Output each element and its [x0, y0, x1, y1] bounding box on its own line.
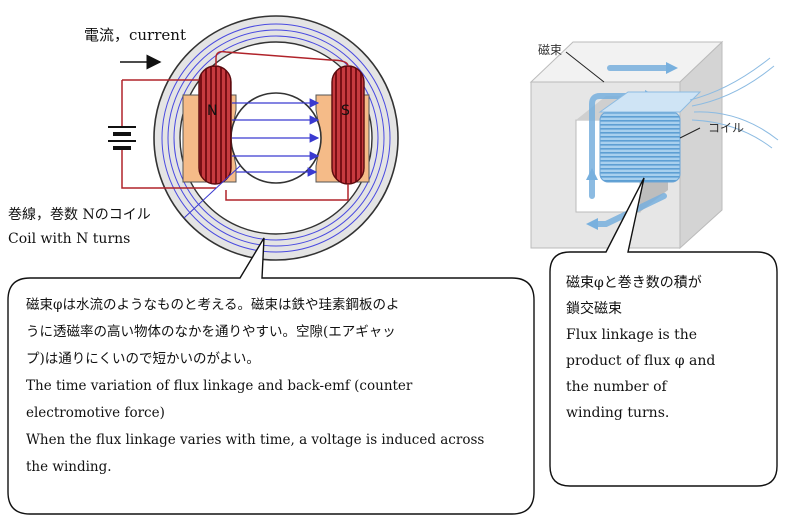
- callout-right-line: winding turns.: [566, 405, 670, 421]
- callout-right-text: 磁束φと巻き数の積が 鎖交磁束 Flux linkage is the prod…: [566, 270, 771, 426]
- callout-left-line: the winding.: [26, 459, 112, 475]
- stator-flux-line: [167, 29, 385, 247]
- callout-right-line: the number of: [566, 379, 667, 395]
- coil-lead-wires: [689, 57, 779, 149]
- callout-left-line: When the flux linkage varies with time, …: [26, 432, 485, 448]
- callout-right-line: Flux linkage is the: [566, 327, 698, 343]
- callout-right-bubble: [549, 177, 778, 487]
- coil-leader-line: [183, 165, 241, 219]
- battery-icon: [108, 126, 136, 150]
- rotor-flux-arrows: [232, 98, 320, 177]
- flux-label-leader: [565, 51, 605, 83]
- circuit-wire: [121, 50, 349, 201]
- callout-left-line: The time variation of flux linkage and b…: [26, 378, 413, 394]
- current-label: 電流，current: [84, 26, 186, 44]
- callout-right-line: product of flux φ and: [566, 353, 716, 369]
- flux-path-arrows: [589, 65, 669, 227]
- stator-flux-line: [173, 35, 379, 241]
- callout-left-line: 磁束φは水流のようなものと考える。磁束は鉄や珪素鋼板のよ: [26, 297, 400, 313]
- callout-left-line: プ)は通りにくいので短かいのがよい。: [26, 351, 260, 367]
- coil-right: [331, 65, 365, 185]
- transformer-coil-top: [598, 91, 702, 113]
- pole-label-n: N: [207, 103, 218, 119]
- stator-flux-line: [161, 23, 391, 253]
- coil-label-en: Coil with N turns: [8, 231, 131, 247]
- callout-left-text: 磁束φは水流のようなものと考える。磁束は鉄や珪素鋼板のよ うに透磁率の高い物体の…: [26, 292, 526, 481]
- core-coil-label: コイル: [708, 121, 745, 135]
- callout-right-line: 鎖交磁束: [566, 301, 622, 317]
- callout-right-line: 磁束φと巻き数の積が: [566, 275, 702, 291]
- flux-label: 磁束: [538, 43, 563, 57]
- transformer-coil: [599, 111, 681, 183]
- pole-label-s: S: [341, 103, 350, 119]
- callout-left-line: うに透磁率の高い物体のなかを通りやすい。空隙(エアギャッ: [26, 324, 396, 340]
- coil-label-leader: [679, 127, 701, 139]
- callout-left-bubble: [7, 237, 535, 515]
- callout-left-line: electromotive force): [26, 405, 165, 421]
- coil-label-jp: 巻線，巻数 Nのコイル: [8, 207, 151, 223]
- coil-left: [198, 65, 232, 185]
